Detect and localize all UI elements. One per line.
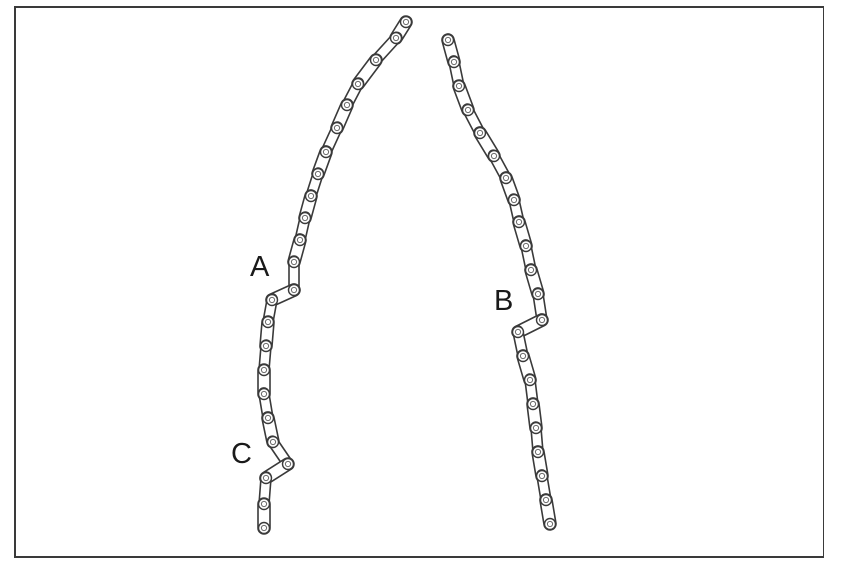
chain-pin-center <box>535 291 540 296</box>
chain-pin-center <box>543 497 548 502</box>
chain-pin-center <box>344 102 349 107</box>
chain-pin-center <box>503 175 508 180</box>
label-c: C <box>231 438 252 470</box>
chain-pin-center <box>291 287 296 292</box>
chain-pin-center <box>547 521 552 526</box>
chain-pin-center <box>523 243 528 248</box>
chain-pin-center <box>515 329 520 334</box>
chain-pin-center <box>261 391 266 396</box>
chain-pin-center <box>334 125 339 130</box>
chain-pin-center <box>261 501 266 506</box>
chain-pin-center <box>355 81 360 86</box>
chain-pin-center <box>265 415 270 420</box>
chain-pin-center <box>263 343 268 348</box>
chain-pin-center <box>263 475 268 480</box>
chain-pin-center <box>285 461 290 466</box>
chain-pin-center <box>539 317 544 322</box>
chain-pin-center <box>403 19 408 24</box>
chain-pin-center <box>323 149 328 154</box>
chain-pin-center <box>308 193 313 198</box>
chain-pin-center <box>533 425 538 430</box>
chain-pin-center <box>261 525 266 530</box>
chain-pin-center <box>451 59 456 64</box>
chain-pin-center <box>527 377 532 382</box>
chain-pin-center <box>302 215 307 220</box>
label-a: A <box>250 251 270 283</box>
chain-pin-center <box>261 367 266 372</box>
chain-pin-center <box>456 83 461 88</box>
chain-pin-center <box>516 219 521 224</box>
chain-pin-center <box>535 449 540 454</box>
chain-pin-center <box>491 153 496 158</box>
chain-pin-center <box>539 473 544 478</box>
chain-pin-center <box>315 171 320 176</box>
chain-pin-center <box>393 35 398 40</box>
chain-pin-center <box>511 197 516 202</box>
chain-pin-center <box>265 319 270 324</box>
label-b: B <box>494 285 513 317</box>
left-chain <box>258 14 415 534</box>
chain-pin-center <box>291 259 296 264</box>
chain-pin-center <box>269 297 274 302</box>
right-chain <box>441 33 557 531</box>
chain-pin-center <box>270 439 275 444</box>
chain-pin-center <box>297 237 302 242</box>
chain-pin-center <box>465 107 470 112</box>
chain-pin-center <box>445 37 450 42</box>
chain-pin-center <box>373 57 378 62</box>
chain-pin-center <box>528 267 533 272</box>
chain-pin-center <box>520 353 525 358</box>
chain-pin-center <box>477 130 482 135</box>
chain-pin-center <box>530 401 535 406</box>
